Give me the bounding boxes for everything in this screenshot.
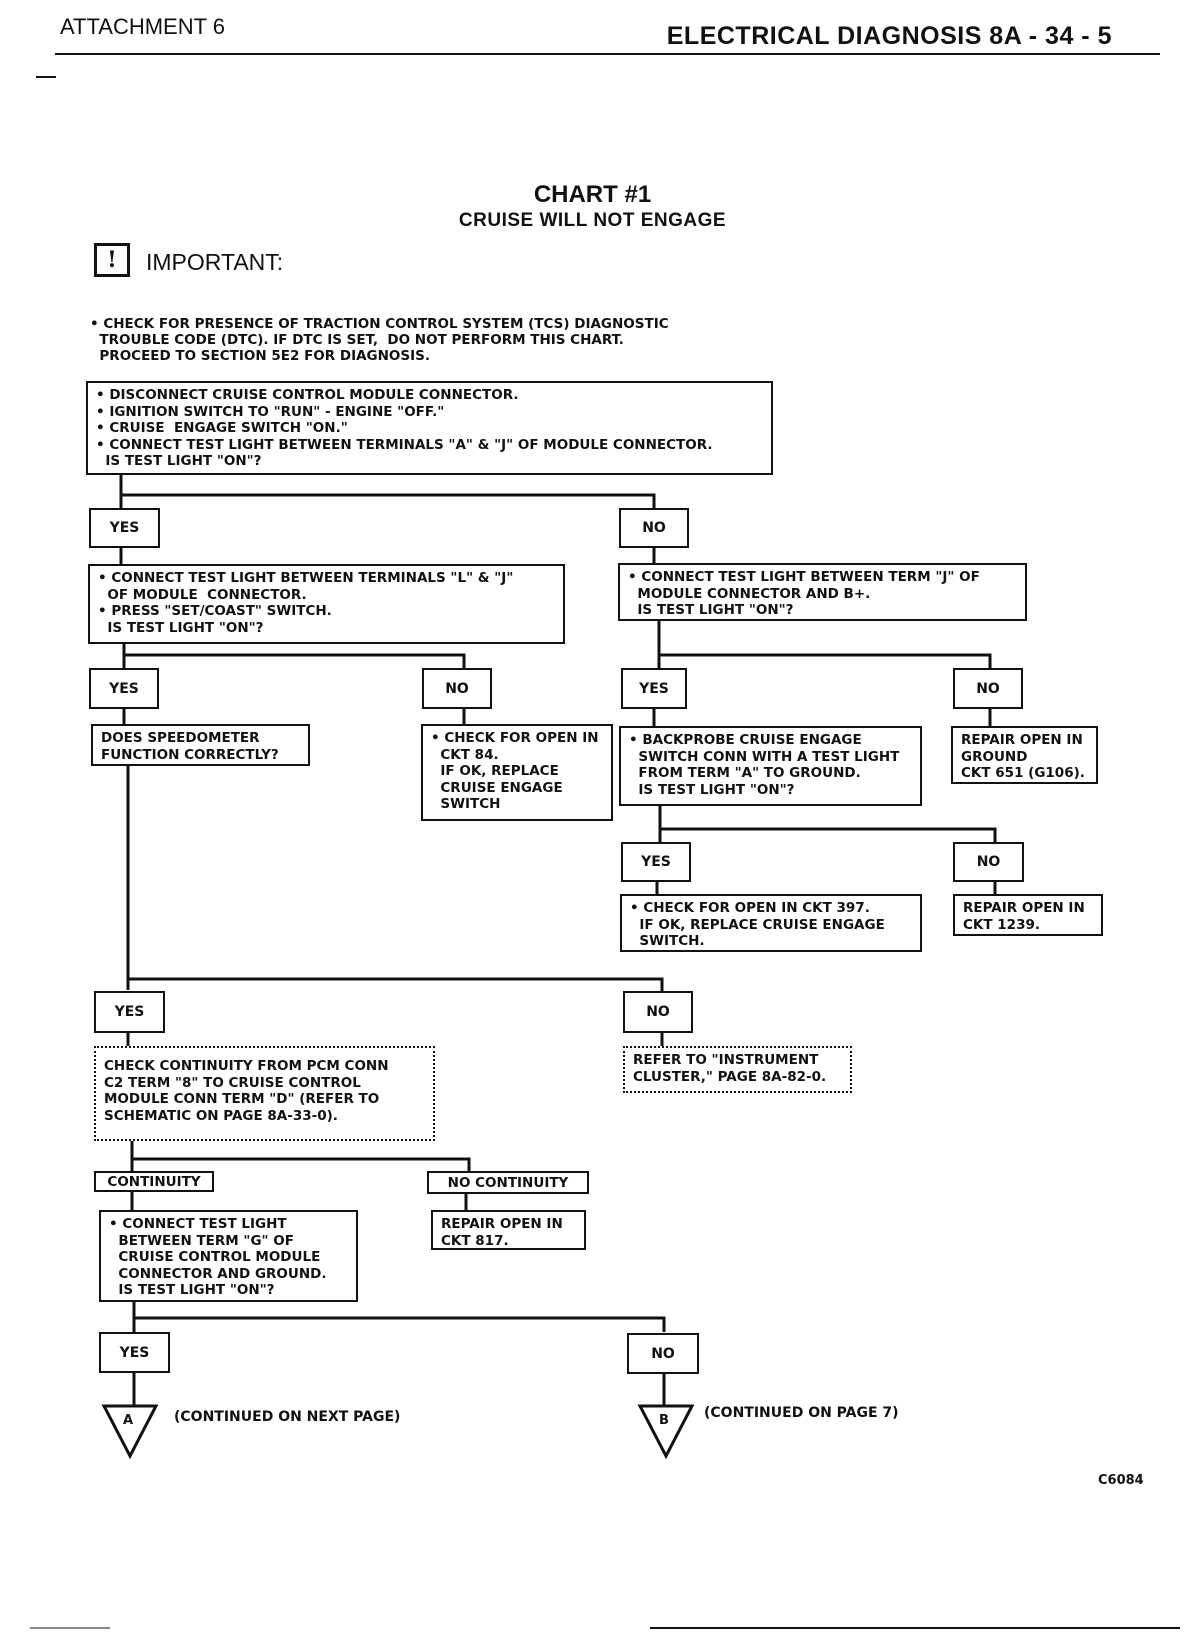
important-label: IMPORTANT: [146, 249, 284, 275]
label-yes: YES [621, 842, 691, 882]
label-yes: YES [99, 1332, 170, 1373]
connector-b-letter: B [659, 1413, 669, 1428]
step-test-term-g: • CONNECT TEST LIGHT BETWEEN TERM "G" OF… [99, 1210, 358, 1302]
step-refer-instrument-cluster: REFER TO "INSTRUMENT CLUSTER," PAGE 8A-8… [623, 1046, 852, 1093]
connector-a-letter: A [123, 1413, 134, 1428]
header-attachment: ATTACHMENT 6 [60, 14, 226, 39]
label-yes: YES [621, 668, 687, 709]
continued-next-page: (CONTINUED ON NEXT PAGE) [174, 1409, 401, 1425]
step-check-ckt-397: • CHECK FOR OPEN IN CKT 397. IF OK, REPL… [620, 894, 922, 952]
step-backprobe-engage-switch: • BACKPROBE CRUISE ENGAGE SWITCH CONN WI… [619, 726, 922, 806]
header-section: ELECTRICAL DIAGNOSIS 8A - 34 - 5 [666, 22, 1112, 50]
label-continuity: CONTINUITY [94, 1171, 214, 1192]
chart-subtitle: CRUISE WILL NOT ENGAGE [458, 210, 727, 231]
step-repair-ckt-1239: REPAIR OPEN IN CKT 1239. [953, 894, 1103, 936]
chart-title: CHART #1 [533, 181, 652, 208]
label-no: NO [422, 668, 492, 709]
label-yes: YES [94, 991, 165, 1033]
step-disconnect-module: • DISCONNECT CRUISE CONTROL MODULE CONNE… [86, 381, 773, 475]
step-speedometer-check: DOES SPEEDOMETER FUNCTION CORRECTLY? [91, 724, 310, 766]
continued-page-7: (CONTINUED ON PAGE 7) [704, 1405, 899, 1421]
label-yes: YES [89, 668, 159, 709]
figure-code: C6084 [1098, 1473, 1144, 1488]
step-repair-ckt-651: REPAIR OPEN IN GROUND CKT 651 (G106). [951, 726, 1098, 784]
label-no: NO [623, 991, 693, 1033]
step-check-continuity: CHECK CONTINUITY FROM PCM CONN C2 TERM "… [94, 1046, 435, 1141]
step-test-term-j-bplus: • CONNECT TEST LIGHT BETWEEN TERM "J" OF… [618, 563, 1027, 621]
important-note: • CHECK FOR PRESENCE OF TRACTION CONTROL… [90, 316, 669, 364]
connector-a-triangle [101, 1404, 159, 1460]
header-rule [55, 53, 1160, 55]
label-no: NO [627, 1333, 699, 1374]
label-yes: YES [89, 508, 160, 548]
step-check-ckt-84: • CHECK FOR OPEN IN CKT 84. IF OK, REPLA… [421, 724, 613, 821]
step-test-terminals-l-j: • CONNECT TEST LIGHT BETWEEN TERMINALS "… [88, 564, 565, 644]
label-no: NO [619, 508, 689, 548]
label-no: NO [953, 842, 1024, 882]
step-repair-ckt-817: REPAIR OPEN IN CKT 817. [431, 1210, 586, 1250]
label-no-continuity: NO CONTINUITY [427, 1171, 589, 1194]
exclamation-icon: ! [94, 243, 130, 277]
label-no: NO [953, 668, 1023, 709]
connector-b-triangle [637, 1404, 695, 1460]
